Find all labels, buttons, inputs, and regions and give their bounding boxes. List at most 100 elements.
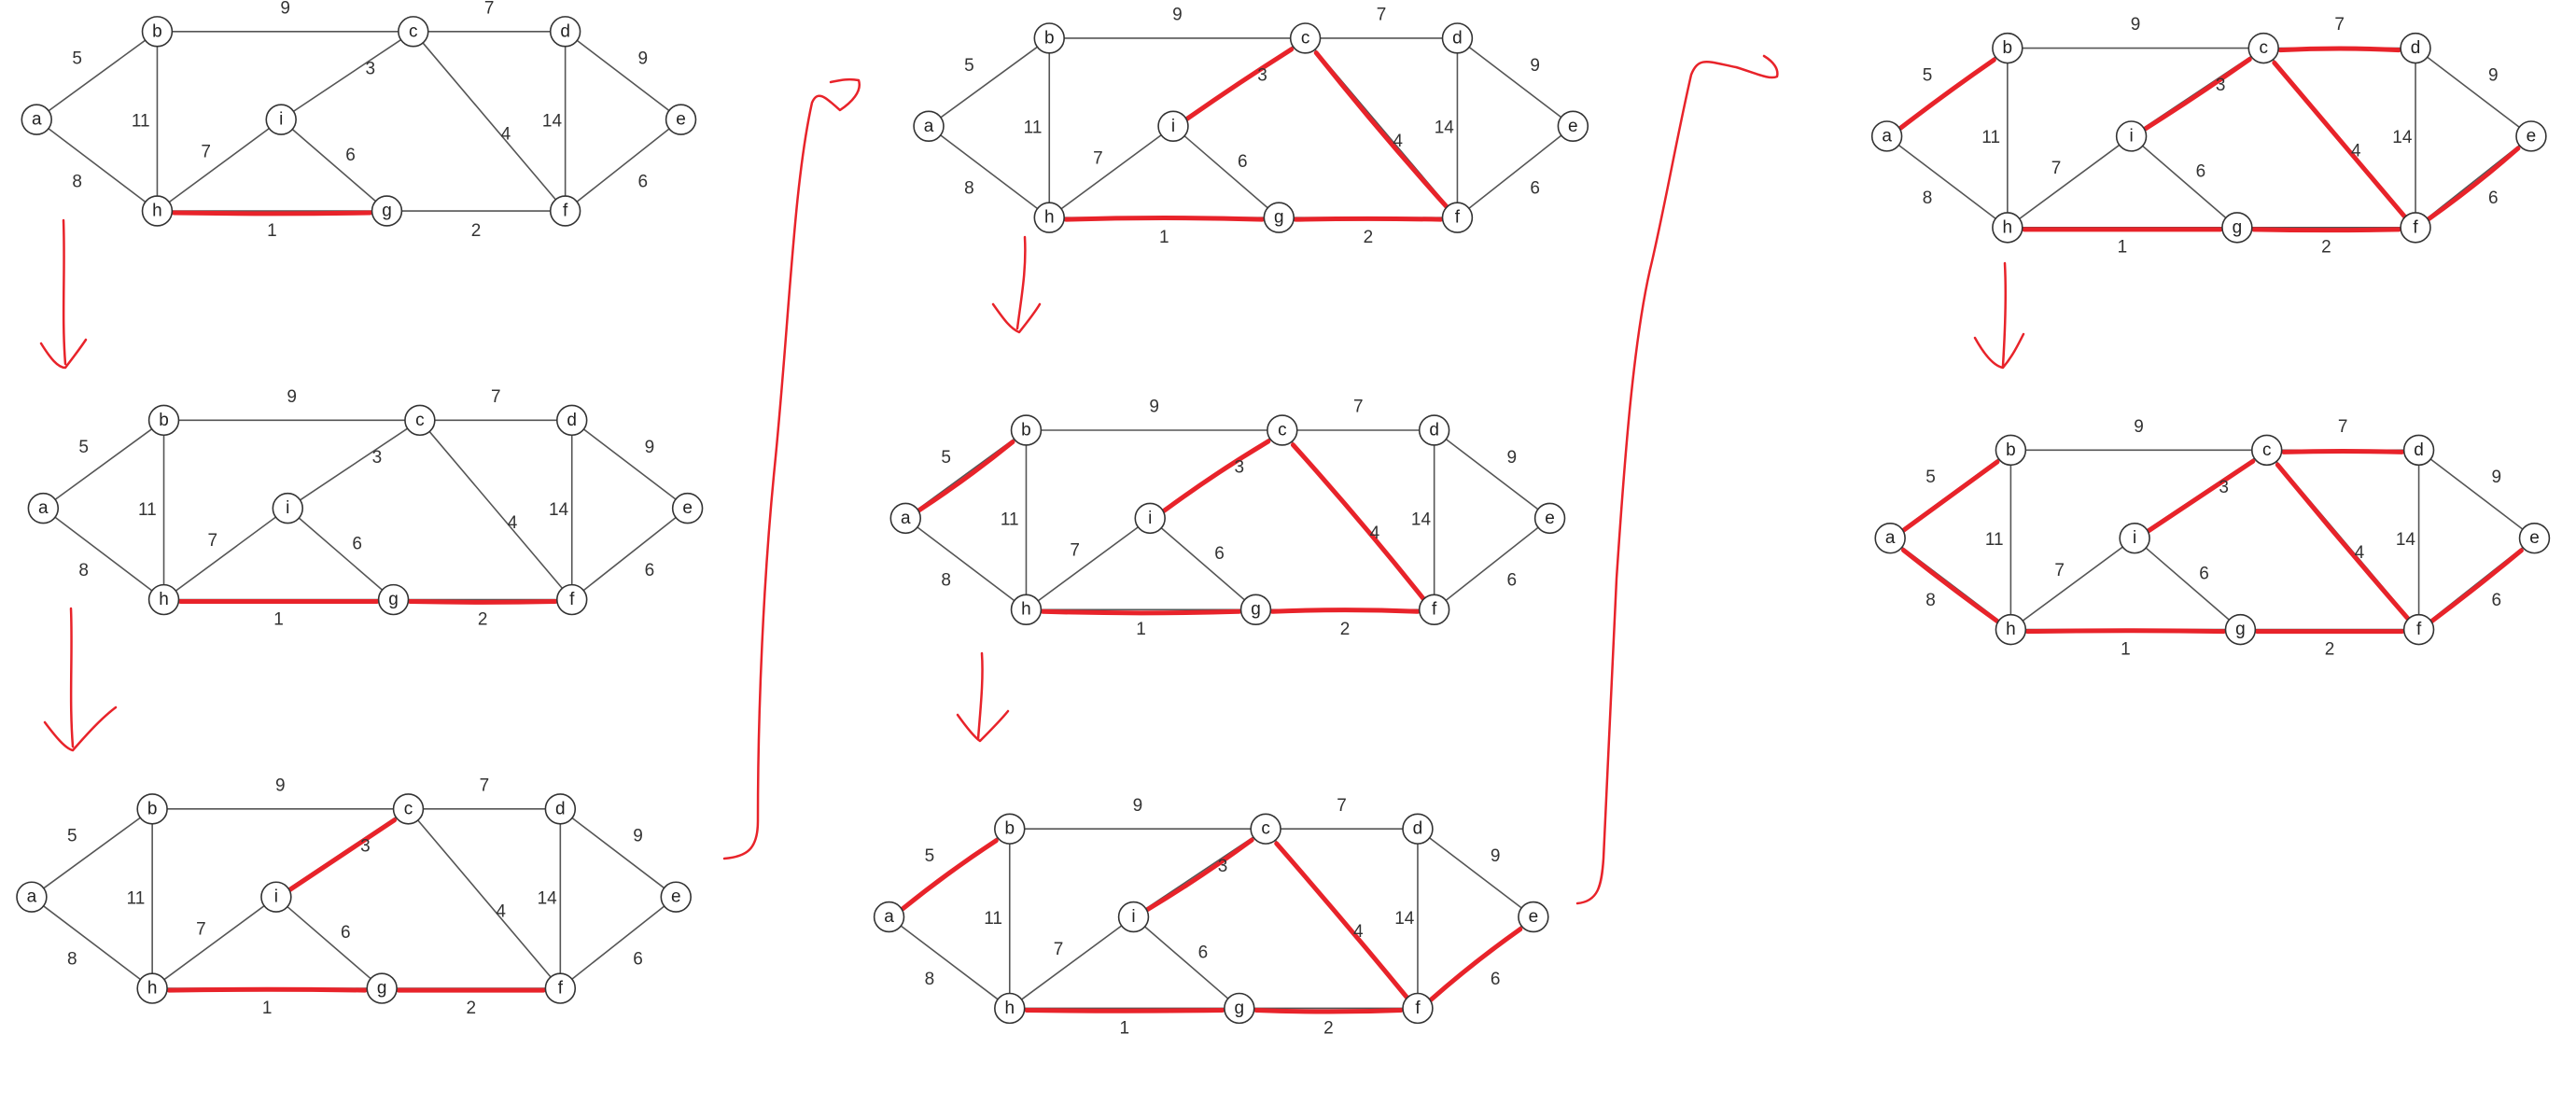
node-label-f: f	[1455, 208, 1461, 228]
weight-label-ah: 8	[72, 172, 82, 191]
weight-label-bc: 9	[287, 387, 297, 407]
edge-hi	[1009, 915, 1134, 1010]
weight-label-df: 14	[1394, 909, 1415, 929]
node-label-h: h	[1004, 999, 1015, 1018]
mst-edge-gh	[1024, 1007, 1225, 1013]
weight-label-gh: 1	[273, 609, 284, 629]
weight-label-cf: 4	[2355, 543, 2365, 563]
weight-label-ah: 8	[78, 561, 89, 580]
node-d	[1418, 414, 1450, 446]
edge-hi	[163, 508, 288, 601]
weight-label-cf: 4	[496, 902, 506, 922]
node-d	[544, 793, 577, 825]
weight-label-ci: 3	[365, 59, 375, 78]
edge-hi	[151, 896, 277, 989]
node-c	[398, 16, 429, 48]
edge-ig	[280, 119, 388, 212]
highlighted-edges	[171, 210, 373, 217]
node-e	[2515, 120, 2547, 152]
mst-edge-ef	[1428, 927, 1523, 1002]
node-c	[1289, 22, 1322, 54]
weight-label-ab: 5	[1925, 468, 1936, 487]
node-label-f: f	[2413, 217, 2418, 237]
node-label-h: h	[1021, 600, 1031, 620]
node-label-g: g	[377, 979, 387, 999]
weight-label-ab: 5	[1923, 65, 1933, 85]
arrow-step-4-to-5	[991, 235, 1042, 334]
node-label-f: f	[1432, 600, 1437, 620]
mst-edge-fg	[1253, 1007, 1404, 1014]
mst-edge-gh	[1040, 608, 1242, 616]
edge-hi	[1025, 517, 1151, 610]
node-a	[16, 881, 48, 913]
weight-label-gh: 1	[267, 221, 277, 241]
mst-edge-ci	[1161, 439, 1271, 513]
node-e	[660, 881, 692, 913]
weight-label-de: 9	[645, 438, 655, 457]
weight-label-bh: 11	[132, 111, 150, 131]
node-a	[873, 901, 905, 933]
weight-label-fg: 2	[1364, 228, 1374, 247]
mst-edge-gh	[1063, 216, 1265, 222]
weight-label-fg: 2	[478, 609, 488, 629]
node-label-i: i	[279, 110, 283, 130]
node-label-h: h	[2006, 620, 2016, 639]
node-i	[260, 881, 292, 913]
node-d	[2400, 32, 2431, 64]
weight-label-ig: 6	[1238, 152, 1248, 172]
node-g	[1224, 992, 1255, 1025]
weight-label-ef: 6	[638, 172, 649, 191]
node-label-e: e	[1545, 509, 1555, 528]
node-g	[371, 195, 403, 227]
weight-label-df: 14	[2396, 530, 2416, 550]
weight-label-de: 9	[1491, 846, 1501, 866]
weight-label-cd: 7	[1337, 796, 1347, 816]
weight-label-ef: 6	[2491, 591, 2501, 610]
node-g	[1239, 594, 1272, 625]
node-label-a: a	[884, 907, 894, 927]
weight-label-hi: 7	[2051, 159, 2062, 178]
mst-edge-ab	[1897, 57, 1996, 131]
edge-ah	[35, 119, 158, 212]
node-label-c: c	[2259, 38, 2268, 58]
weight-label-df: 14	[2392, 128, 2413, 147]
weight-label-ig: 6	[341, 923, 351, 943]
node-label-f: f	[1415, 999, 1421, 1018]
weight-label-hi: 7	[196, 919, 206, 939]
weight-label-ef: 6	[2488, 189, 2499, 208]
weight-label-cf: 4	[501, 125, 511, 145]
node-label-d: d	[1413, 819, 1423, 839]
weight-label-fg: 2	[1323, 1018, 1334, 1038]
weight-label-ig: 6	[1214, 544, 1225, 564]
node-i	[2115, 120, 2148, 152]
node-f	[549, 195, 581, 227]
node-i	[1117, 901, 1150, 933]
node-label-g: g	[2235, 620, 2246, 639]
weight-label-fg: 2	[1340, 620, 1351, 639]
weight-label-ig: 6	[352, 534, 362, 553]
weight-label-ef: 6	[1507, 571, 1518, 591]
weight-label-bh: 11	[1981, 128, 2000, 147]
node-b	[1992, 32, 2023, 64]
node-a	[27, 492, 60, 524]
arrow-column-2-to-3	[1575, 54, 1779, 905]
weight-label-bc: 9	[1149, 398, 1159, 417]
arrow-step-2-to-3	[43, 607, 118, 752]
node-g	[1263, 202, 1295, 233]
weight-label-de: 9	[2491, 468, 2501, 487]
weight-label-ah: 8	[925, 970, 935, 989]
node-h	[1995, 613, 2027, 646]
node-label-e: e	[2527, 126, 2537, 146]
weight-label-ef: 6	[1491, 970, 1501, 989]
weight-label-ci: 3	[1235, 458, 1245, 478]
node-b	[141, 16, 174, 48]
